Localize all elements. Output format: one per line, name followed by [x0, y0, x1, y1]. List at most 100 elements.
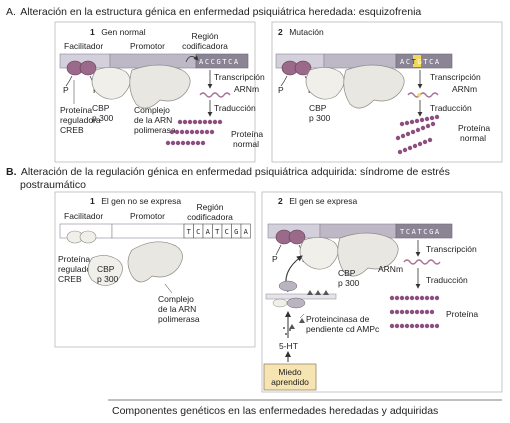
b1-sequence: T C A T C G A [187, 228, 249, 236]
b2-cbp-label-1: CBP [338, 268, 356, 278]
b1-facilitador-label: Facilitador [64, 211, 103, 221]
a2-cbp-label-2: p 300 [309, 113, 331, 123]
b2-kinase-label-1: Proteincinasa de [306, 314, 370, 324]
panel-b1-heading: 1 El gen no se expresa [90, 191, 181, 208]
a1-pol-label-1: Complejo [134, 105, 170, 115]
panel-a2-heading: 2 Mutación [278, 22, 324, 39]
b1-creb-label-3: CREB [58, 274, 82, 284]
a2-mrna-mutation-dot [417, 93, 421, 97]
b1-creb-label-1: Proteína [58, 254, 90, 264]
b1-cbp-label-2: p 300 [97, 274, 119, 284]
a2-polymerase-shape [343, 64, 405, 109]
b2-miedo-label-1: Miedo [278, 367, 301, 377]
a2-cbp-label-1: CBP [309, 103, 327, 113]
svg-text:C: C [225, 228, 229, 236]
a1-coding-segment [195, 53, 249, 69]
panel-b2-heading: 2 El gen se expresa [278, 191, 358, 208]
b2-coding-segment [395, 223, 453, 239]
a1-traduccion-label: Traducción [214, 103, 256, 113]
a1-p-left: P [63, 85, 69, 95]
a2-proteina-label-1: Proteína [458, 123, 490, 133]
svg-text:T: T [187, 228, 192, 236]
a2-protein-chains [395, 114, 440, 155]
b2-serotonin-dots [283, 327, 291, 335]
b1-promotor-label: Promotor [130, 211, 165, 221]
b2-mrna-wave [403, 259, 441, 265]
panel-b2-border [261, 191, 503, 393]
b1-creb-label-2: reguladora [58, 264, 99, 274]
a1-proteina-label-1: Proteína [231, 129, 263, 139]
a1-creb-label-2: reguladora [60, 115, 101, 125]
a1-transcripcion-label: Transcripción [214, 72, 265, 82]
svg-text:G: G [234, 228, 238, 236]
section-b-title-2: postraumático [20, 179, 86, 191]
a2-arnm-label: ARNm [452, 84, 477, 94]
b1-region-label-2: codificadora [187, 212, 233, 222]
b1-pol-label-1: Complejo [158, 294, 194, 304]
b1-pol-label-2: de la ARN [158, 304, 196, 314]
a2-transcripcion-label: Transcripción [430, 72, 481, 82]
a1-mrna-wave [199, 92, 231, 98]
svg-text:T: T [215, 228, 220, 236]
b2-proteina-label: Proteína [446, 309, 478, 319]
section-a-title: A. Alteración en la estructura génica en… [6, 6, 421, 18]
b1-coding-boxes [183, 223, 251, 239]
a1-facilitador-label: Facilitador [64, 41, 103, 51]
section-b-title-1: B. Alteración de la regulación génica en… [6, 166, 450, 178]
a1-pol-label-2: de la ARN [134, 115, 172, 125]
b2-miedo-label-2: aprendido [271, 377, 309, 387]
b2-pka-membrane [265, 280, 337, 329]
a1-region-label-1: Región [192, 31, 219, 41]
b1-cbp-shape [87, 255, 123, 286]
panel-a2-border [271, 21, 503, 163]
svg-text:A: A [244, 228, 249, 236]
svg-text:A: A [206, 228, 211, 236]
a1-cbp-label-2: p 300 [92, 113, 114, 123]
b1-promotor-segment [111, 223, 185, 239]
a1-cbp-shape [91, 67, 131, 100]
b1-creb-protein [66, 230, 97, 244]
a1-sequence: ACCGTCA [199, 58, 240, 66]
b2-kinase-leader [299, 313, 305, 319]
b2-kinase-label-2: pendiente cd AMPc [306, 324, 380, 334]
a2-cbp-shape [305, 67, 345, 100]
b2-protein-chains [389, 295, 440, 329]
a1-polymerase-shape [129, 64, 191, 109]
a2-creb-protein [280, 60, 312, 87]
figure-caption: Componentes genéticos en las enfermedade… [112, 405, 438, 417]
panel-a1-border [54, 21, 256, 163]
b2-sequence: TCATCGA [400, 228, 441, 236]
b1-cbp-label-1: CBP [97, 264, 115, 274]
b2-p-left: P [272, 254, 278, 264]
a2-proteina-label-2: normal [460, 133, 486, 143]
panel-b1-border [54, 191, 256, 348]
b1-pol-label-3: polimerasa [158, 314, 200, 324]
a1-creb-label-1: Proteína [60, 105, 92, 115]
a2-mrna-wave [407, 92, 439, 98]
b2-polymerase-shape [337, 232, 399, 277]
a1-promotor-label: Promotor [130, 41, 165, 51]
panel-a1-heading: 1 Gen normal [90, 22, 146, 39]
a1-region-label-2: codificadora [182, 41, 228, 51]
b2-cbp-label-2: p 300 [338, 278, 360, 288]
b2-miedo-box [263, 363, 317, 391]
b2-ht-label: 5-HT [279, 341, 298, 351]
a1-proteina-label-2: normal [233, 139, 259, 149]
svg-text:C: C [196, 228, 200, 236]
a1-arnm-label: ARNm [234, 84, 259, 94]
b1-pol-leader [164, 283, 173, 294]
a1-pol-label-3: polimerasa [134, 125, 176, 135]
a1-cbp-label-1: CBP [92, 103, 110, 113]
a2-sequence: ACTGTCA [400, 58, 441, 66]
a2-p-left: P [278, 85, 284, 95]
a1-creb-protein [65, 60, 97, 87]
a2-coding-segment [395, 53, 453, 69]
a1-protein-chains [165, 119, 223, 146]
a1-creb-label-3: CREB [60, 125, 84, 135]
a2-traduccion-label: Traducción [430, 103, 472, 113]
a2-mutation-highlight [413, 55, 421, 67]
b2-arnm-label: ARNm [378, 264, 403, 274]
b2-transcripcion-label: Transcripción [426, 244, 477, 254]
